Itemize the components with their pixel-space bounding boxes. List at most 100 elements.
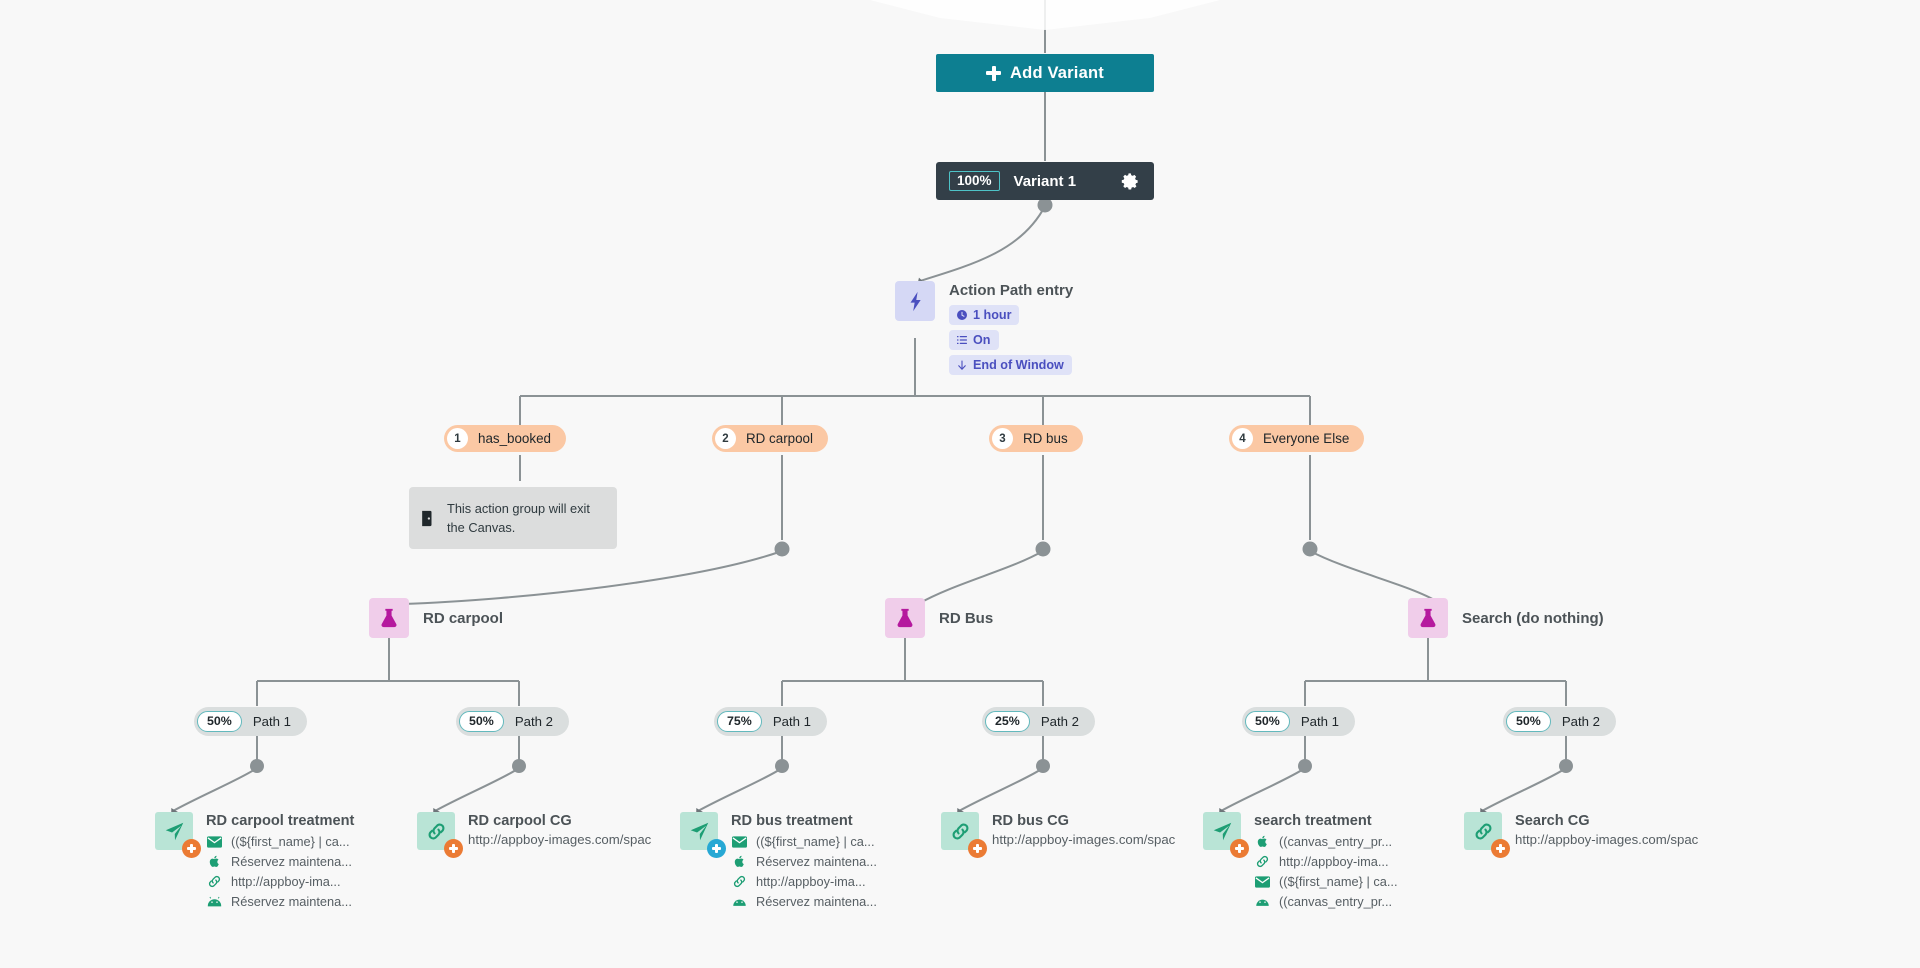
variant-bar[interactable]: 100% Variant 1	[936, 162, 1154, 200]
message-node-rd-bus-cg[interactable]: RD bus CG http://appboy-images.com/spac	[941, 812, 1175, 858]
experiment-label: RD carpool	[423, 609, 504, 627]
message-title: RD carpool CG	[468, 813, 572, 829]
message-icon-tile	[155, 812, 201, 858]
paper-plane-icon	[165, 822, 183, 840]
path-percent: 50%	[459, 711, 504, 732]
window-chip-label: End of Window	[973, 358, 1064, 372]
plus-icon	[986, 65, 1002, 81]
message-channel-text: http://appboy-ima...	[756, 874, 866, 889]
list-icon	[957, 336, 967, 344]
path-label: Path 2	[514, 714, 553, 729]
path-pill-bus-1[interactable]: 75% Path 1	[714, 707, 827, 736]
filter-number: 2	[715, 428, 736, 449]
android-icon	[1254, 894, 1270, 909]
message-title: RD carpool treatment	[206, 813, 355, 829]
filter-pill-2[interactable]: 2 RD carpool	[712, 425, 828, 452]
message-channel-text: ((canvas_entry_pr...	[1279, 834, 1393, 849]
path-pill-search-2[interactable]: 50% Path 2	[1503, 707, 1616, 736]
exit-canvas-note-text: This action group will exit the Canvas.	[447, 501, 590, 536]
message-icon-tile	[417, 812, 463, 858]
message-channel-text: ((canvas_entry_pr...	[1279, 894, 1393, 909]
message-title: RD bus CG	[992, 813, 1070, 829]
message-node-rd-bus-treatment[interactable]: RD bus treatment ((${first_name} | ca...…	[680, 812, 877, 909]
experiment-node-search[interactable]: Search (do nothing)	[1408, 598, 1604, 638]
message-channel-line: http://appboy-ima...	[1254, 854, 1398, 869]
message-channel-text: Réservez maintena...	[756, 854, 877, 869]
message-channel-text: ((${first_name} | ca...	[231, 834, 350, 849]
link-icon	[206, 874, 222, 889]
plus-badge-icon	[707, 839, 726, 858]
paper-plane-icon	[1213, 822, 1231, 840]
message-channel-text: Réservez maintena...	[231, 854, 352, 869]
action-path-entry-node[interactable]: Action Path entry 1 hour	[895, 281, 1073, 380]
message-channel-line: http://appboy-ima...	[206, 874, 354, 889]
path-pill-carpool-1[interactable]: 50% Path 1	[194, 707, 307, 736]
message-channel-line: ((canvas_entry_pr...	[1254, 894, 1398, 909]
message-channel-text: Réservez maintena...	[756, 894, 877, 909]
filter-pill-1[interactable]: 1 has_booked	[444, 425, 566, 452]
message-node-search-treatment[interactable]: search treatment ((canvas_entry_pr... ht…	[1203, 812, 1398, 909]
add-variant-label: Add Variant	[1010, 63, 1104, 82]
message-node-search-cg[interactable]: Search CG http://appboy-images.com/spac	[1464, 812, 1698, 858]
message-channel-line: Réservez maintena...	[206, 854, 354, 869]
apple-icon	[206, 854, 222, 869]
plus-badge-icon	[968, 839, 987, 858]
clock-icon	[957, 310, 967, 320]
add-variant-button[interactable]: Add Variant	[936, 54, 1154, 92]
path-label: Path 1	[1300, 714, 1339, 729]
experiment-label: RD Bus	[939, 609, 994, 627]
filter-label: RD carpool	[746, 431, 813, 446]
status-chip-label: On	[973, 333, 991, 347]
experiment-label: Search (do nothing)	[1462, 609, 1604, 627]
message-channel-line: http://appboy-ima...	[731, 874, 877, 889]
email-icon	[1254, 874, 1270, 889]
paper-plane-icon	[690, 822, 708, 840]
filter-pill-4[interactable]: 4 Everyone Else	[1229, 425, 1365, 452]
gear-icon[interactable]	[1121, 172, 1140, 191]
email-icon	[206, 834, 222, 849]
path-pill-search-1[interactable]: 50% Path 1	[1242, 707, 1355, 736]
plus-badge-icon	[1491, 839, 1510, 858]
link-icon	[428, 823, 444, 839]
experiment-node-rd-carpool[interactable]: RD carpool	[369, 598, 503, 638]
message-title: search treatment	[1254, 813, 1372, 829]
message-node-rd-carpool-treatment[interactable]: RD carpool treatment ((${first_name} | c…	[155, 812, 354, 909]
filter-number: 1	[447, 428, 468, 449]
status-chip[interactable]: On	[949, 330, 999, 350]
message-channel-line: ((canvas_entry_pr...	[1254, 834, 1398, 849]
message-icon-tile	[680, 812, 726, 858]
message-icon-tile	[941, 812, 987, 858]
path-percent: 25%	[985, 711, 1030, 732]
filter-label: has_booked	[478, 431, 551, 446]
message-channel-line: Réservez maintena...	[731, 894, 877, 909]
path-label: Path 1	[772, 714, 811, 729]
message-channel-line: Réservez maintena...	[206, 894, 354, 909]
experiment-node-rd-bus[interactable]: RD Bus	[885, 598, 993, 638]
android-icon	[206, 894, 222, 909]
duration-chip-label: 1 hour	[973, 308, 1012, 322]
flask-icon	[1408, 598, 1448, 638]
duration-chip[interactable]: 1 hour	[949, 305, 1020, 325]
message-icon-tile	[1464, 812, 1510, 858]
filter-number: 4	[1232, 428, 1253, 449]
flask-icon	[885, 598, 925, 638]
plus-badge-icon	[1230, 839, 1249, 858]
link-icon	[1254, 854, 1270, 869]
path-pill-carpool-2[interactable]: 50% Path 2	[456, 707, 569, 736]
path-pill-bus-2[interactable]: 25% Path 2	[982, 707, 1095, 736]
path-label: Path 2	[1040, 714, 1079, 729]
window-chip[interactable]: End of Window	[949, 355, 1072, 375]
lightning-bolt-icon	[895, 281, 935, 321]
filter-pill-3[interactable]: 3 RD bus	[989, 425, 1083, 452]
message-icon-tile	[1203, 812, 1249, 858]
email-icon	[731, 834, 747, 849]
apple-icon	[1254, 834, 1270, 849]
variant-percent-badge: 100%	[949, 170, 1000, 192]
path-label: Path 1	[252, 714, 291, 729]
message-node-rd-carpool-cg[interactable]: RD carpool CG http://appboy-images.com/s…	[417, 812, 651, 858]
arrow-down-icon	[958, 359, 966, 370]
android-icon	[731, 894, 747, 909]
exit-canvas-note: This action group will exit the Canvas.	[409, 487, 617, 550]
message-channel-line: ((${first_name} | ca...	[206, 834, 354, 849]
